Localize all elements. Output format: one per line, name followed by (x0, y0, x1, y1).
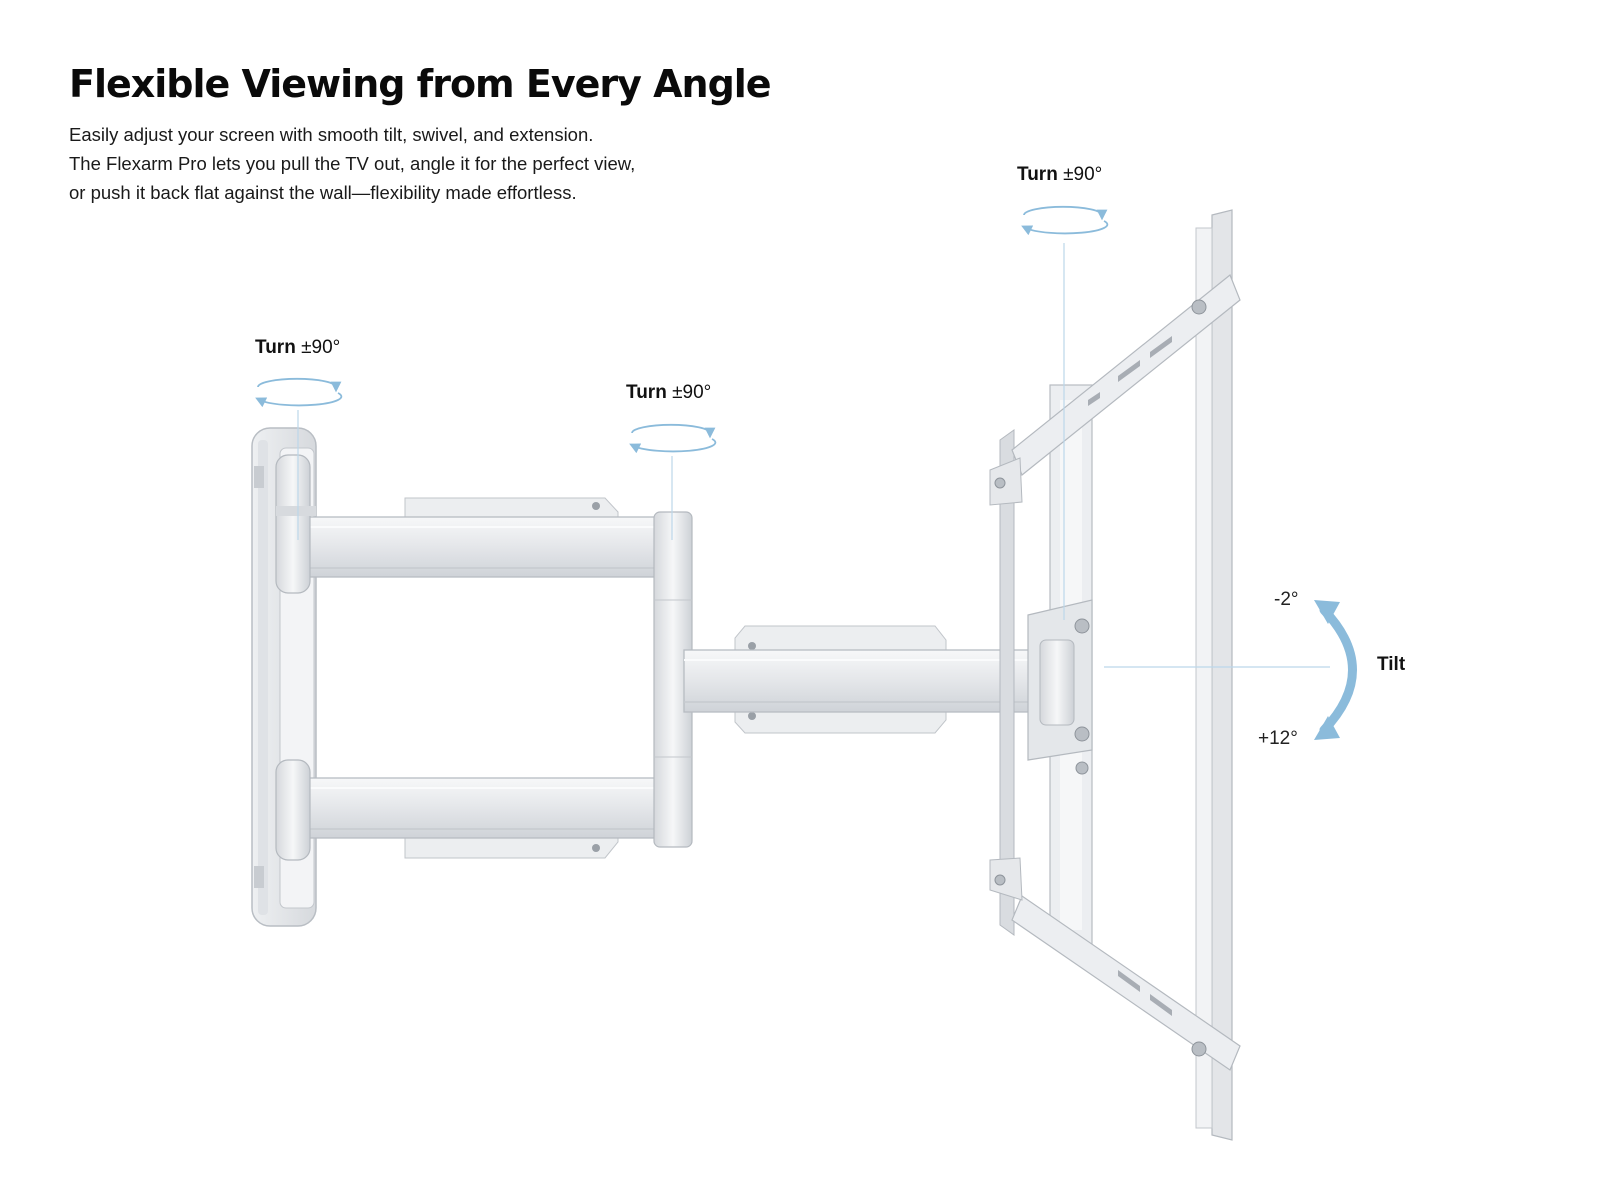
upper-arm-bottom (275, 759, 664, 861)
lower-arm (683, 625, 1043, 734)
turn-label-head-value: ±90° (1063, 164, 1103, 185)
tilt-down-value: +12° (1258, 728, 1298, 749)
tilt-up-value: -2° (1274, 589, 1299, 610)
description-line-1: Easily adjust your screen with smooth ti… (69, 124, 594, 145)
tilt-arrow-icon (1314, 600, 1357, 740)
turn-label-elbow-value: ±90° (672, 382, 712, 403)
description: Easily adjust your screen with smooth ti… (69, 120, 635, 207)
turn-label-wall: Turn ±90° (255, 337, 340, 359)
description-line-2: The Flexarm Pro lets you pull the TV out… (69, 153, 636, 174)
turn-label-head: Turn ±90° (1017, 164, 1102, 186)
description-line-3: or push it back flat against the wall—fl… (69, 182, 577, 203)
page-title: Flexible Viewing from Every Angle (69, 62, 772, 106)
tilt-label: Tilt (1377, 654, 1406, 675)
turn-label-head-bold: Turn (1017, 164, 1058, 185)
rotate-arrows-icon (629, 423, 717, 454)
turn-label-elbow-bold: Turn (626, 382, 667, 403)
rotate-arrows-icon (255, 377, 343, 408)
turn-label-elbow: Turn ±90° (626, 382, 711, 404)
upper-arm-top (275, 454, 664, 594)
rotate-arrows-icon (1021, 205, 1109, 236)
turn-label-wall-value: ±90° (301, 337, 341, 358)
turn-label-wall-bold: Turn (255, 337, 296, 358)
tv-bracket (989, 209, 1241, 1141)
callout-lines (297, 243, 1330, 668)
